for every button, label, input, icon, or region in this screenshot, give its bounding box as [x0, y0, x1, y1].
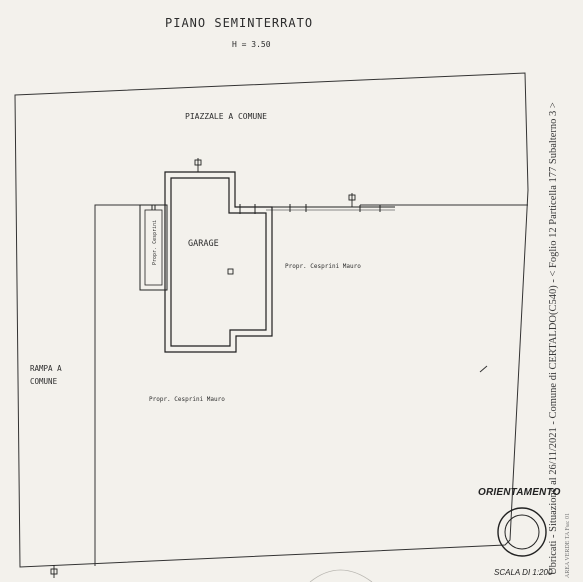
label-garage: GARAGE — [188, 239, 219, 249]
window-marks — [151, 204, 381, 214]
column-marker — [227, 268, 234, 275]
property-line — [94, 204, 528, 566]
vent-icon — [50, 158, 356, 578]
label-propr-right: Propr. Cesprini Mauro — [285, 263, 361, 270]
plan-height: H = 3.50 — [232, 40, 271, 49]
side-room-outline — [139, 204, 168, 291]
cadastral-stamp-text: Ubricati - Situazione al 26/11/2021 - Co… — [548, 102, 559, 575]
label-propr-bottom: Propr. Cesprini Mauro — [149, 396, 225, 403]
garage-outer-wall — [164, 171, 273, 353]
cadastral-stamp-small: AREA VERDE TA Fsa: 01 — [565, 513, 571, 578]
label-rampa-1: RAMPA A — [30, 364, 62, 373]
lot-boundary — [14, 72, 529, 568]
label-rampa-2: COMUNE — [30, 377, 58, 386]
label-propr-small: Propr. Cesprini — [152, 220, 158, 265]
orientation-label: ORIENTAMENTO — [478, 487, 561, 498]
garage-inner-wall — [170, 177, 267, 347]
scale-label: SCALA DI 1:200 — [494, 568, 553, 577]
plan-title: PIANO SEMINTERRATO — [165, 16, 313, 30]
north-arrow-icon — [497, 507, 547, 557]
label-piazzale: PIAZZALE A COMUNE — [185, 112, 267, 121]
stamp-seal-arc — [309, 569, 373, 582]
